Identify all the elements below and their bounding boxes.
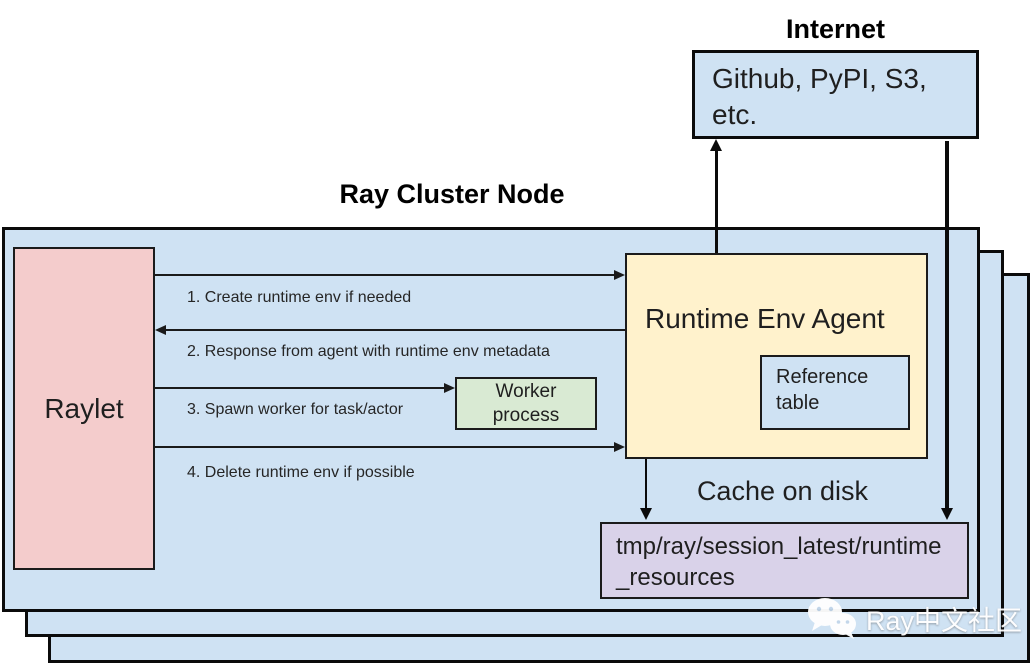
arrow-agent-to-internet [715,150,718,253]
reference-table-label: Reference table [776,366,869,414]
worker-process-label: Worker process [492,380,560,426]
step-4-label: 4. Delete runtime env if possible [187,464,415,481]
arrow-response-from-agent [166,329,625,331]
raylet-label: Raylet [44,392,124,424]
step-3-label: 3. Spawn worker for task/actor [187,401,404,418]
worker-process-box: Worker process [455,377,597,430]
cache-path-box: tmp/ray/session_latest/runtime_resources [600,522,969,599]
arrowhead-down-icon [941,508,953,520]
watermark-label: Ray中文社区 [866,605,1023,636]
cluster-node-title: Ray Cluster Node [339,179,565,209]
internet-title: Internet [785,14,885,44]
arrowhead-right-icon [444,383,455,393]
arrowhead-up-icon [710,139,722,151]
arrowhead-right-icon [614,442,625,452]
raylet-box: Raylet [13,247,155,570]
arrowhead-right-icon [614,270,625,280]
arrow-delete-runtime-env [155,446,614,448]
arrow-spawn-worker [155,387,444,389]
cache-on-disk-title: Cache on disk [696,476,869,506]
arrow-internet-to-cache [945,141,949,510]
arrow-create-runtime-env [155,274,614,276]
runtime-env-agent-label: Runtime Env Agent [645,303,885,334]
internet-sources-label: Github, PyPI, S3, etc. [712,63,927,130]
reference-table-box: Reference table [760,355,910,430]
arrow-agent-to-cache [645,459,647,510]
watermark: Ray中文社区 [806,596,1022,640]
wechat-icon [808,598,856,639]
step-2-label: 2. Response from agent with runtime env … [187,343,550,360]
arrowhead-left-icon [155,325,166,335]
step-1-label: 1. Create runtime env if needed [187,289,412,306]
internet-sources-box: Github, PyPI, S3, etc. [692,50,979,139]
arrowhead-down-icon [640,508,652,520]
cache-path-label: tmp/ray/session_latest/runtime_resources [616,533,942,592]
